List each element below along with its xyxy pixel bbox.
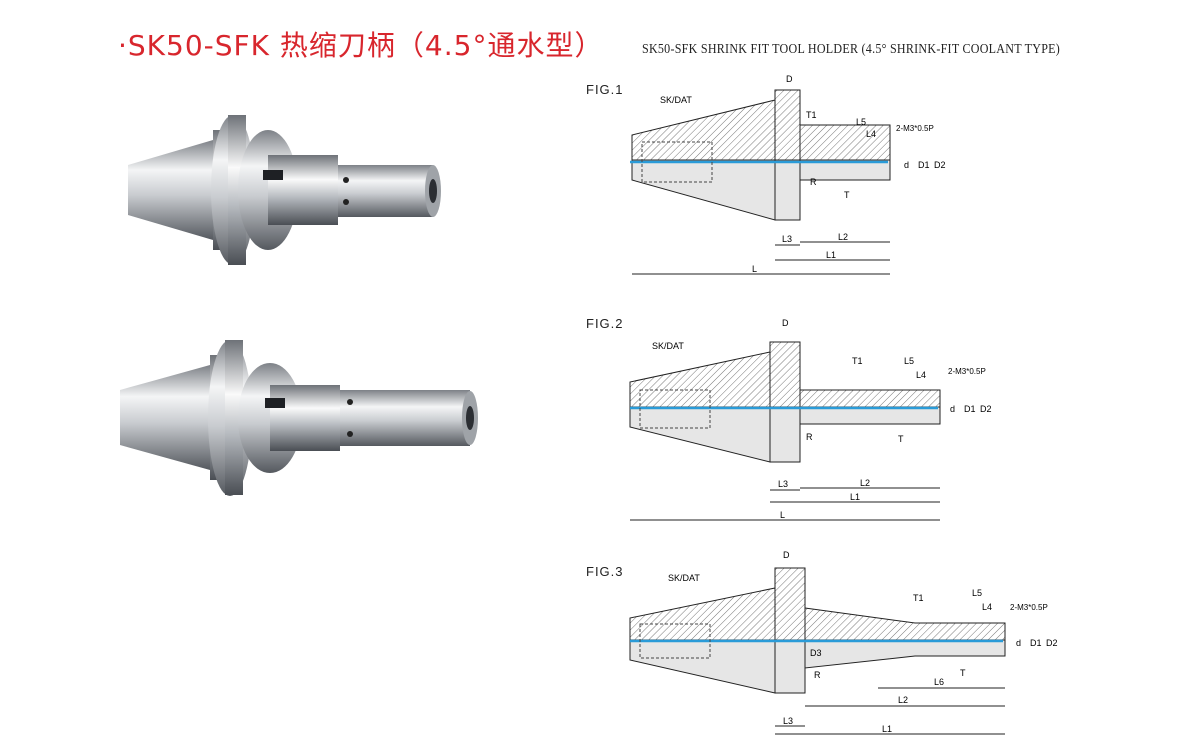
fig1-taper-label: SK/DAT	[660, 95, 692, 105]
fig1-label: FIG.1	[586, 82, 624, 97]
page-title-zh: ·SK50-SFK 热缩刀柄（4.5°通水型）	[118, 29, 604, 62]
fig1-dim-T: T	[844, 190, 850, 200]
fig3-label: FIG.3	[586, 564, 624, 579]
fig3-dim-L2: L2	[898, 695, 908, 705]
fig2-drawing: SK/DAT D T1 L5 L4 2-M3*0.5P d D1 D2 R T …	[629, 318, 992, 521]
fig2-label: FIG.2	[586, 316, 624, 331]
fig3-dim-m3: 2-M3*0.5P	[1010, 603, 1048, 612]
fig3-drawing: SK/DAT D T1 L5 L4 2-M3*0.5P d D1 D2 D3 R…	[629, 550, 1058, 735]
tool-holder-photo-1	[128, 115, 441, 265]
fig1-dim-R: R	[810, 177, 817, 187]
fig2-dim-D2: D2	[980, 404, 992, 414]
fig1-dim-D1: D1	[918, 160, 930, 170]
fig3-dim-D2: D2	[1046, 638, 1058, 648]
fig2-dim-R: R	[806, 432, 813, 442]
fig3-dim-L5: L5	[972, 588, 982, 598]
page-title-en: SK50-SFK SHRINK FIT TOOL HOLDER (4.5° SH…	[642, 42, 1061, 57]
fig2-dim-D: D	[782, 318, 789, 328]
fig3-dim-L1: L1	[882, 724, 892, 734]
fig2-dim-L1: L1	[850, 492, 860, 502]
fig1-dim-L2: L2	[838, 232, 848, 242]
fig1-dim-T1: T1	[806, 110, 817, 120]
fig2-taper-label: SK/DAT	[652, 341, 684, 351]
fig1-dim-L1: L1	[826, 250, 836, 260]
fig2-dim-m3: 2-M3*0.5P	[948, 367, 986, 376]
fig1-dim-L3: L3	[782, 234, 792, 244]
fig1-dim-L4: L4	[866, 129, 876, 139]
fig2-dim-L2: L2	[860, 478, 870, 488]
fig1-dim-L5: L5	[856, 117, 866, 127]
fig3-dim-D1: D1	[1030, 638, 1042, 648]
fig2-dim-d: d	[950, 404, 955, 414]
fig2-dim-L5: L5	[904, 356, 914, 366]
fig2-dim-T: T	[898, 434, 904, 444]
fig2-dim-L4: L4	[916, 370, 926, 380]
fig3-dim-L6: L6	[934, 677, 944, 687]
fig3-dim-d: d	[1016, 638, 1021, 648]
fig3-dim-L3: L3	[783, 716, 793, 726]
fig1-dim-D: D	[786, 74, 793, 84]
tool-holder-photo-2	[120, 340, 478, 496]
fig1-dim-L: L	[752, 264, 757, 274]
fig2-dim-T1: T1	[852, 356, 863, 366]
fig2-dim-L: L	[780, 510, 785, 520]
fig3-dim-D: D	[783, 550, 790, 560]
fig1-dim-d: d	[904, 160, 909, 170]
fig3-dim-D3: D3	[810, 648, 822, 658]
fig3-dim-T1: T1	[913, 593, 924, 603]
fig1-dim-D2: D2	[934, 160, 946, 170]
fig1-dim-m3: 2-M3*0.5P	[896, 124, 934, 133]
fig3-dim-R: R	[814, 670, 821, 680]
fig1-drawing: SK/DAT D T1 L5 L4 2-M3*0.5P d D1 D2 R T …	[630, 74, 946, 275]
fig3-dim-L4: L4	[982, 602, 992, 612]
fig3-taper-label: SK/DAT	[668, 573, 700, 583]
fig3-dim-T: T	[960, 668, 966, 678]
fig2-dim-L3: L3	[778, 479, 788, 489]
fig2-dim-D1: D1	[964, 404, 976, 414]
